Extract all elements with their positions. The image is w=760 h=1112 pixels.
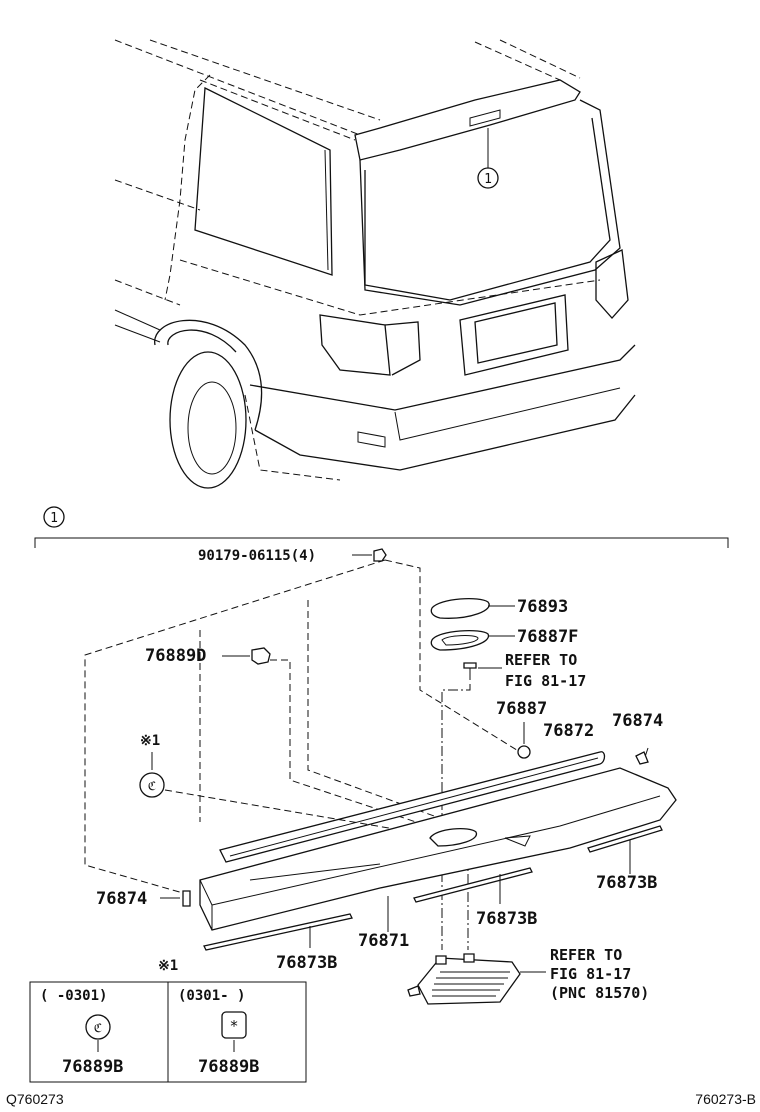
part-76872[interactable]: 76872 <box>219 721 606 863</box>
svg-text:(PNC 81570): (PNC 81570) <box>550 984 649 1002</box>
svg-text:76889B: 76889B <box>62 1057 123 1077</box>
svg-text:FIG 81-17: FIG 81-17 <box>550 965 631 983</box>
part-76873B-mid[interactable]: 76873B <box>413 867 537 929</box>
svg-text:76889B: 76889B <box>198 1057 259 1077</box>
part-76874-left[interactable]: 76874 <box>96 889 191 909</box>
svg-text:76887F: 76887F <box>517 627 578 647</box>
part-76887F[interactable]: 76887F <box>430 627 578 651</box>
svg-text:76874: 76874 <box>96 889 147 909</box>
callout-1-vehicle[interactable]: 1 <box>477 167 499 189</box>
part-76873B-right[interactable]: 76873B <box>587 825 663 893</box>
svg-text:90179-06115(4): 90179-06115(4) <box>198 548 316 564</box>
part-76871-spoiler[interactable]: 76871 <box>199 767 677 951</box>
variant-box: ※1 ( -0301) (0301- ) <box>29 958 307 1083</box>
svg-text:( -0301): ( -0301) <box>40 988 107 1004</box>
svg-text:76874: 76874 <box>612 711 663 731</box>
assembly-bracket <box>34 537 729 548</box>
svg-text:FIG 81-17: FIG 81-17 <box>505 672 586 690</box>
svg-text:76871: 76871 <box>358 931 409 951</box>
part-76889B-cap[interactable]: ℭ <box>139 772 165 798</box>
svg-text:REFER TO: REFER TO <box>550 946 622 964</box>
svg-text:*: * <box>229 1017 238 1035</box>
svg-text:ℭ: ℭ <box>94 1021 102 1035</box>
screw-refer-fig-81-17[interactable]: REFER TO FIG 81-17 <box>463 651 586 690</box>
variant-76889B-square[interactable]: * 76889B <box>198 1011 259 1077</box>
vehicle-illustration <box>114 39 636 489</box>
callout-1-assembly[interactable]: 1 <box>43 506 65 528</box>
svg-text:76889D: 76889D <box>145 646 206 666</box>
svg-text:ℭ: ℭ <box>148 779 156 793</box>
svg-text:1: 1 <box>484 172 492 187</box>
svg-text:※1: ※1 <box>158 958 178 974</box>
part-76874-right[interactable]: 76874 <box>612 711 663 765</box>
svg-text:1: 1 <box>50 511 58 526</box>
svg-text:76872: 76872 <box>543 721 594 741</box>
part-76889D[interactable]: 76889D <box>145 646 271 666</box>
part-76893[interactable]: 76893 <box>430 597 568 619</box>
svg-text:76887: 76887 <box>496 699 547 719</box>
variant-76889B-round[interactable]: ℭ 76889B <box>62 1014 123 1077</box>
svg-text:REFER TO: REFER TO <box>505 651 577 669</box>
note-mark-1: ※1 <box>140 733 160 770</box>
svg-text:76873B: 76873B <box>276 953 337 973</box>
svg-text:76873B: 76873B <box>476 909 537 929</box>
footer-right-code: 760273-B <box>695 1091 756 1107</box>
stop-lamp-refer-fig-81-17[interactable]: REFER TO FIG 81-17 (PNC 81570) <box>407 946 649 1005</box>
svg-text:※1: ※1 <box>140 733 160 749</box>
part-76873B-bottom[interactable]: 76873B <box>203 913 353 973</box>
part-76887[interactable]: 76887 <box>496 699 547 759</box>
bolt-90179-06115[interactable]: 90179-06115(4) <box>198 548 387 564</box>
svg-text:76873B: 76873B <box>596 873 657 893</box>
svg-text:(0301- ): (0301- ) <box>178 988 245 1004</box>
svg-text:76893: 76893 <box>517 597 568 617</box>
footer-left-code: Q760273 <box>6 1091 64 1107</box>
